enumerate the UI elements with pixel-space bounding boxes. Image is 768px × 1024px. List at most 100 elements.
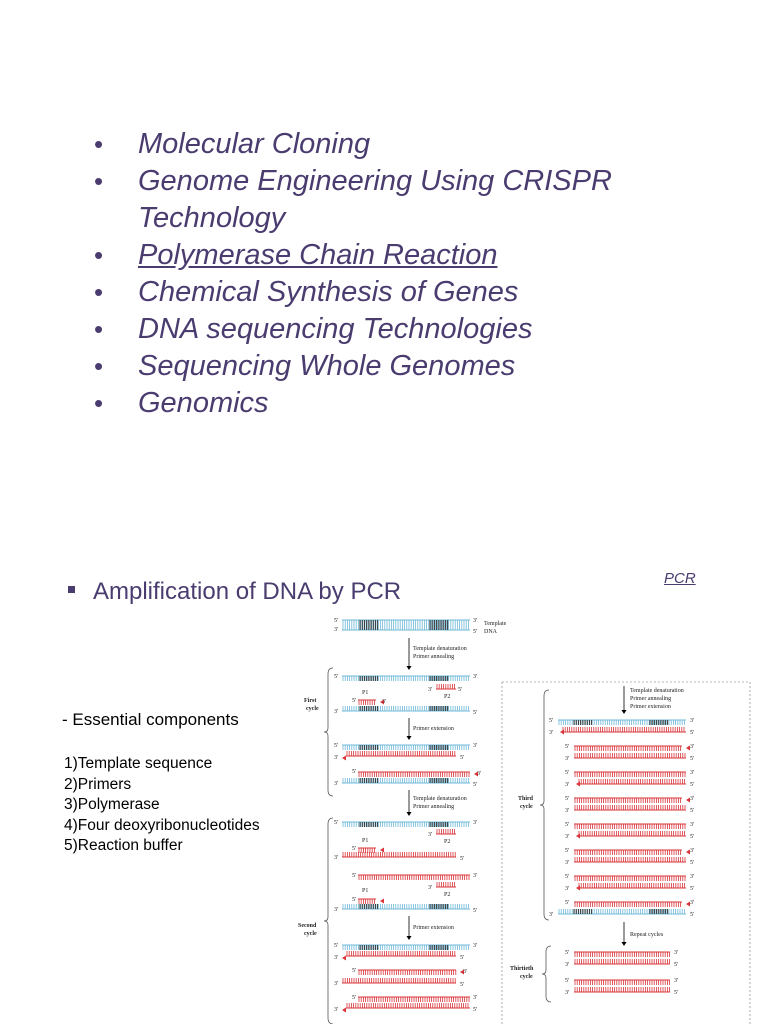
- cycle-label: Second: [298, 923, 317, 929]
- five-prime-label: 5': [565, 796, 569, 802]
- step-label: Primer annealing: [630, 696, 671, 702]
- three-prime-label: 3': [690, 822, 694, 828]
- strand-ticks: [346, 951, 456, 956]
- five-prime-label: 5': [690, 834, 694, 840]
- primer-site-marker: [359, 620, 379, 625]
- strand-ticks: [574, 980, 670, 985]
- three-prime-label: 3': [674, 950, 678, 956]
- five-prime-label: 5': [460, 755, 464, 761]
- three-prime-label: 3': [473, 873, 477, 879]
- five-prime-label: 5': [690, 808, 694, 814]
- strand-ticks: [342, 745, 469, 750]
- three-prime-label: 3': [690, 848, 694, 854]
- three-prime-label: 3': [473, 674, 477, 680]
- five-prime-label: 5': [460, 955, 464, 961]
- primer-site-marker: [429, 822, 449, 827]
- five-prime-label: 5': [690, 756, 694, 762]
- strand-ticks: [574, 902, 681, 907]
- topic-item: Chemical Synthesis of Genes: [90, 274, 612, 311]
- strand-ticks: [342, 822, 469, 827]
- cycle-divider: [501, 681, 751, 1024]
- three-prime-label: 3': [690, 718, 694, 724]
- extension-arrow-icon: [380, 699, 384, 705]
- five-prime-label: 5': [674, 990, 678, 996]
- three-prime-label: 3': [334, 855, 338, 861]
- five-prime-label: 5': [334, 674, 338, 680]
- primer-site-marker: [429, 620, 449, 625]
- three-prime-label: 3': [428, 885, 432, 891]
- strand-ticks: [342, 978, 456, 983]
- topic-item: Genomics: [90, 385, 612, 422]
- strand-ticks: [358, 970, 457, 975]
- primer-site-marker: [649, 720, 669, 725]
- extension-arrow-icon: [342, 755, 346, 761]
- cycle-label: Thirtieth: [510, 966, 534, 972]
- five-prime-label: 5': [352, 968, 356, 974]
- component-item: 5)Reaction buffer: [64, 837, 183, 854]
- three-prime-label: 3': [334, 627, 338, 633]
- strand-ticks: [574, 824, 686, 829]
- extension-arrow-icon: [380, 847, 384, 853]
- topic-text: Sequencing Whole Genomes: [138, 350, 516, 382]
- five-prime-label: 5': [690, 782, 694, 788]
- strand-ticks: [574, 753, 686, 758]
- primer-site-marker: [429, 778, 449, 783]
- step-label: Repeat cycles: [630, 932, 664, 938]
- five-prime-label: 5': [352, 769, 356, 775]
- strand-ticks: [342, 778, 469, 783]
- topic-text: Genomics: [138, 387, 269, 419]
- topic-text: Genome Engineering Using CRISPR: [138, 165, 612, 197]
- three-prime-label: 3': [565, 962, 569, 968]
- three-prime-label: 3': [473, 743, 477, 749]
- pcr-link[interactable]: PCR: [664, 570, 696, 587]
- step-label: Primer annealing: [413, 654, 454, 660]
- down-arrow-icon: [406, 936, 412, 940]
- primer-site-marker: [429, 625, 449, 630]
- three-prime-label: 3': [428, 687, 432, 693]
- extension-arrow-icon: [560, 729, 564, 735]
- five-prime-label: 5': [352, 873, 356, 879]
- extension-arrow-icon: [474, 771, 478, 777]
- heading-text: Amplification of DNA by PCR: [93, 578, 402, 605]
- five-prime-label: 5': [690, 860, 694, 866]
- five-prime-label: 5': [674, 962, 678, 968]
- five-prime-label: 5': [458, 687, 462, 693]
- five-prime-label: 5': [334, 943, 338, 949]
- component-item: 3)Polymerase: [64, 796, 160, 813]
- extension-arrow-icon: [460, 969, 464, 975]
- strand-ticks: [342, 706, 469, 711]
- strand-ticks: [342, 945, 469, 950]
- down-arrow-icon: [406, 736, 412, 740]
- five-prime-label: 5': [352, 846, 356, 852]
- extension-arrow-icon: [686, 849, 690, 855]
- topic-item: DNA sequencing Technologies: [90, 311, 612, 348]
- component-item: 1)Template sequence: [64, 755, 213, 772]
- strand-ticks: [342, 676, 469, 681]
- primer-label: P2: [444, 892, 450, 898]
- three-prime-label: 3': [382, 699, 386, 705]
- five-prime-label: 5': [549, 718, 553, 724]
- topic-text: Technology: [138, 202, 286, 234]
- strand-ticks: [574, 876, 686, 881]
- square-bullet-icon: [68, 586, 75, 594]
- cycle-brace: [323, 667, 334, 797]
- primer-label: P1: [362, 690, 368, 696]
- cycle-brace: [323, 817, 334, 1024]
- five-prime-label: 5': [352, 897, 356, 903]
- topic-item[interactable]: Polymerase Chain Reaction: [90, 237, 612, 274]
- primer-label: P1: [362, 838, 368, 844]
- extension-arrow-icon: [686, 901, 690, 907]
- strand-ticks: [342, 620, 469, 625]
- three-prime-label: 3': [334, 709, 338, 715]
- extension-arrow-icon: [576, 781, 580, 787]
- three-prime-label: 3': [690, 796, 694, 802]
- topic-item: Genome Engineering Using CRISPR: [90, 163, 612, 200]
- topic-text: Molecular Cloning: [138, 128, 371, 160]
- extension-arrow-icon: [686, 745, 690, 751]
- step-label: Primer extension: [413, 726, 454, 732]
- five-prime-label: 5': [334, 618, 338, 624]
- strand-ticks: [574, 805, 686, 810]
- strand-ticks: [574, 987, 670, 992]
- five-prime-label: 5': [690, 912, 694, 918]
